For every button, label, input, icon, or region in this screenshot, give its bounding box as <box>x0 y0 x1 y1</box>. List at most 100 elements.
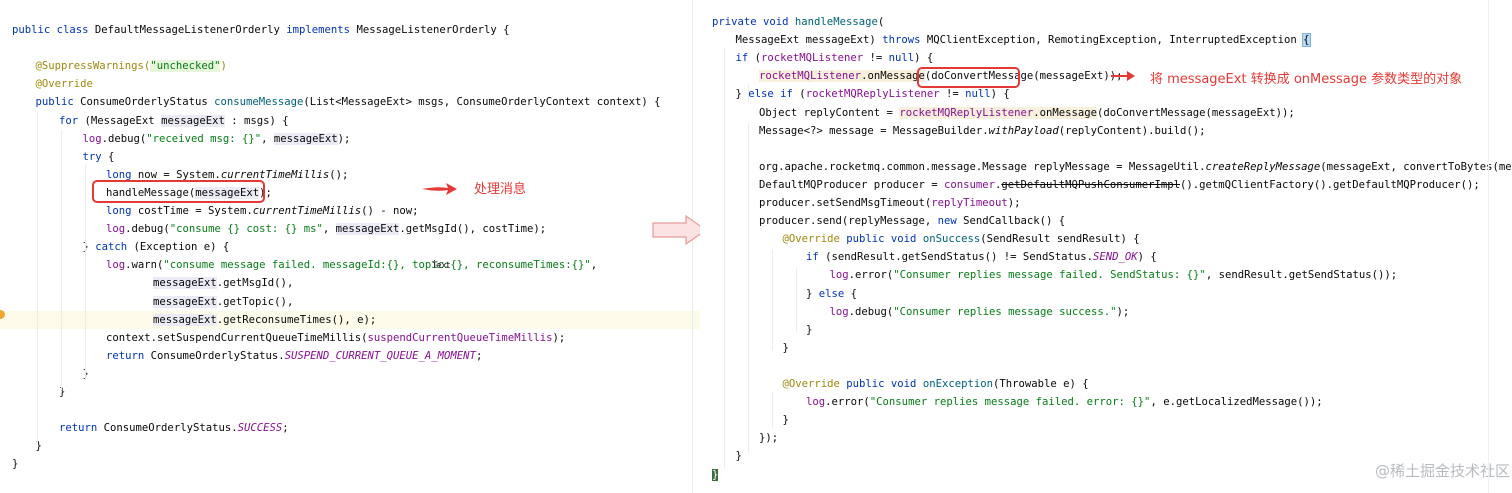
code-line[interactable]: log.debug("received msg: {}", messageExt… <box>0 130 700 148</box>
code-line[interactable]: for (MessageExt messageExt : msgs) { <box>0 112 700 130</box>
code-token: SendCallback() { <box>963 215 1066 228</box>
code-line[interactable]: org.apache.rocketmq.common.message.Messa… <box>700 158 1512 176</box>
code-token: ; <box>282 422 289 435</box>
code-line[interactable]: return ConsumeOrderlyStatus.SUSPEND_CURR… <box>0 347 700 365</box>
code-line[interactable] <box>700 357 1512 375</box>
indent-guide <box>772 250 773 350</box>
left-code-editor[interactable]: public class DefaultMessageListenerOrder… <box>0 0 700 493</box>
code-line[interactable]: log.error("Consumer replies message fail… <box>700 393 1512 411</box>
code-token: .getReconsumeTimes(), e); <box>216 313 377 326</box>
code-token: messageExt <box>153 277 217 290</box>
code-token: @SuppressWarnings( <box>35 60 151 73</box>
indent-guide <box>724 48 725 468</box>
code-line[interactable]: DefaultMQProducer producer = consumer.ge… <box>700 176 1512 194</box>
code-line[interactable]: try { <box>0 148 700 166</box>
code-line[interactable]: log.warn("consume message failed. messag… <box>0 256 700 274</box>
code-token: (); <box>329 168 349 181</box>
code-line[interactable]: rocketMQListener.onMessage(doConvertMess… <box>700 67 1512 85</box>
code-line[interactable]: messageExt.getMsgId(), <box>0 274 700 292</box>
right-code-editor[interactable]: private void handleMessage(MessageExt me… <box>700 0 1512 493</box>
code-token: long <box>106 168 138 181</box>
code-line[interactable]: } <box>700 339 1512 357</box>
lightbulb-icon[interactable] <box>0 310 5 319</box>
code-token: handleMessage <box>794 16 878 28</box>
code-line[interactable]: } <box>700 466 1512 484</box>
code-line[interactable]: messageExt.getTopic(), <box>0 293 700 311</box>
code-line[interactable]: } <box>0 437 700 455</box>
code-line[interactable]: } <box>700 411 1512 429</box>
code-line[interactable]: MessageExt messageExt) throws MQClientEx… <box>700 31 1512 49</box>
code-token: messageExt <box>195 186 260 199</box>
code-token: messageExt <box>335 223 400 236</box>
code-token: consumeMessage <box>214 96 304 109</box>
code-token: else <box>818 287 851 300</box>
code-line[interactable]: }); <box>700 429 1512 447</box>
code-line[interactable]: @Override public void onException(Throwa… <box>700 375 1512 393</box>
code-line[interactable]: producer.send(replyMessage, new SendCall… <box>700 212 1512 230</box>
code-line[interactable]: } <box>0 365 700 383</box>
code-line[interactable]: public ConsumeOrderlyStatus consumeMessa… <box>0 93 700 111</box>
code-line[interactable]: if (rocketMQListener != null) { <box>700 49 1512 67</box>
red-arrow-icon <box>1111 71 1135 81</box>
code-line[interactable]: public class DefaultMessageListenerOrder… <box>0 21 700 39</box>
code-token: , e.getLocalizedMessage()); <box>1150 396 1323 409</box>
code-token: for <box>59 114 85 127</box>
code-line[interactable]: } <box>700 321 1512 339</box>
code-line[interactable]: Object replyContent = rocketMQReplyListe… <box>700 104 1512 122</box>
code-line[interactable]: } <box>700 447 1512 465</box>
code-token: , <box>322 223 336 236</box>
left-annotation-note: 处理消息 <box>474 182 527 197</box>
code-token: , <box>590 259 598 272</box>
code-token: != <box>939 88 966 101</box>
code-token: ConsumeOrderlyStatus. <box>150 349 285 362</box>
code-line[interactable] <box>700 140 1512 158</box>
code-line[interactable]: log.debug("Consumer replies message succ… <box>700 303 1512 321</box>
code-token: currentTimeMillis <box>220 168 330 181</box>
code-line[interactable]: if (sendResult.getSendStatus() != SendSt… <box>700 248 1512 266</box>
code-token: createReplyMessage <box>1205 160 1321 173</box>
code-token: () - now; <box>361 205 419 217</box>
code-token: log <box>806 396 826 409</box>
code-line[interactable]: handleMessage(messageExt); <box>0 184 700 202</box>
code-token: "received msg: {}" <box>146 132 262 145</box>
code-token: implements <box>286 24 357 36</box>
watermark: @稀土掘金技术社区 <box>1374 462 1510 480</box>
code-token: rocketMQListener <box>761 52 864 65</box>
code-line[interactable] <box>0 401 700 419</box>
code-token: currentTimeMillis <box>252 205 362 217</box>
code-line[interactable]: Message<?> message = MessageBuilder.with… <box>700 122 1512 140</box>
code-line[interactable]: } catch (Exception e) { <box>0 238 700 256</box>
code-line[interactable]: long now = System.currentTimeMillis(); <box>0 166 700 184</box>
code-token: return <box>106 349 151 362</box>
code-line[interactable]: context.setSuspendCurrentQueueTimeMillis… <box>0 329 700 347</box>
code-line[interactable]: messageExt.getReconsumeTimes(), e); <box>0 310 700 329</box>
code-line[interactable]: } <box>0 383 700 401</box>
code-line[interactable]: @Override <box>0 75 700 93</box>
code-line[interactable]: @SuppressWarnings("unchecked") <box>0 57 700 75</box>
code-line[interactable]: log.debug("consume {} cost: {} ms", mess… <box>0 220 700 238</box>
code-token: onSuccess <box>922 233 981 246</box>
code-line[interactable]: } else if (rocketMQReplyListener != null… <box>700 85 1512 103</box>
code-line[interactable]: long costTime = System.currentTimeMillis… <box>0 202 700 220</box>
code-line[interactable]: @Override public void onSuccess(SendResu… <box>700 230 1512 248</box>
code-token: replyTimeout <box>931 197 1008 209</box>
code-token: context.setSuspendCurrentQueueTimeMillis… <box>106 331 368 344</box>
code-line[interactable]: return ConsumeOrderlyStatus.SUCCESS; <box>0 419 700 437</box>
code-line[interactable]: } else { <box>700 285 1512 303</box>
code-token: messageExt <box>153 313 217 326</box>
code-token: ( <box>877 16 885 28</box>
code-token: public class <box>12 24 95 36</box>
code-token: "Consumer replies message failed. SendSt… <box>893 269 1206 282</box>
code-token: }); <box>759 432 779 445</box>
code-token: onException <box>922 378 993 390</box>
right-annotation-note: 将 messageExt 转换成 onMessage 参数类型的对象 <box>1150 72 1463 87</box>
code-line[interactable]: private void handleMessage( <box>700 13 1512 31</box>
code-token: handleMessage( <box>106 186 196 199</box>
code-line[interactable]: } <box>0 455 700 473</box>
code-line[interactable]: log.error("Consumer replies message fail… <box>700 266 1512 284</box>
code-token: "unchecked" <box>150 60 221 73</box>
code-line[interactable]: producer.setSendMsgTimeout(replyTimeout)… <box>700 194 1512 212</box>
code-line[interactable] <box>0 39 700 57</box>
code-token: org.apache.rocketmq.common.message.Messa… <box>759 160 1206 173</box>
code-token: ) <box>220 60 227 73</box>
